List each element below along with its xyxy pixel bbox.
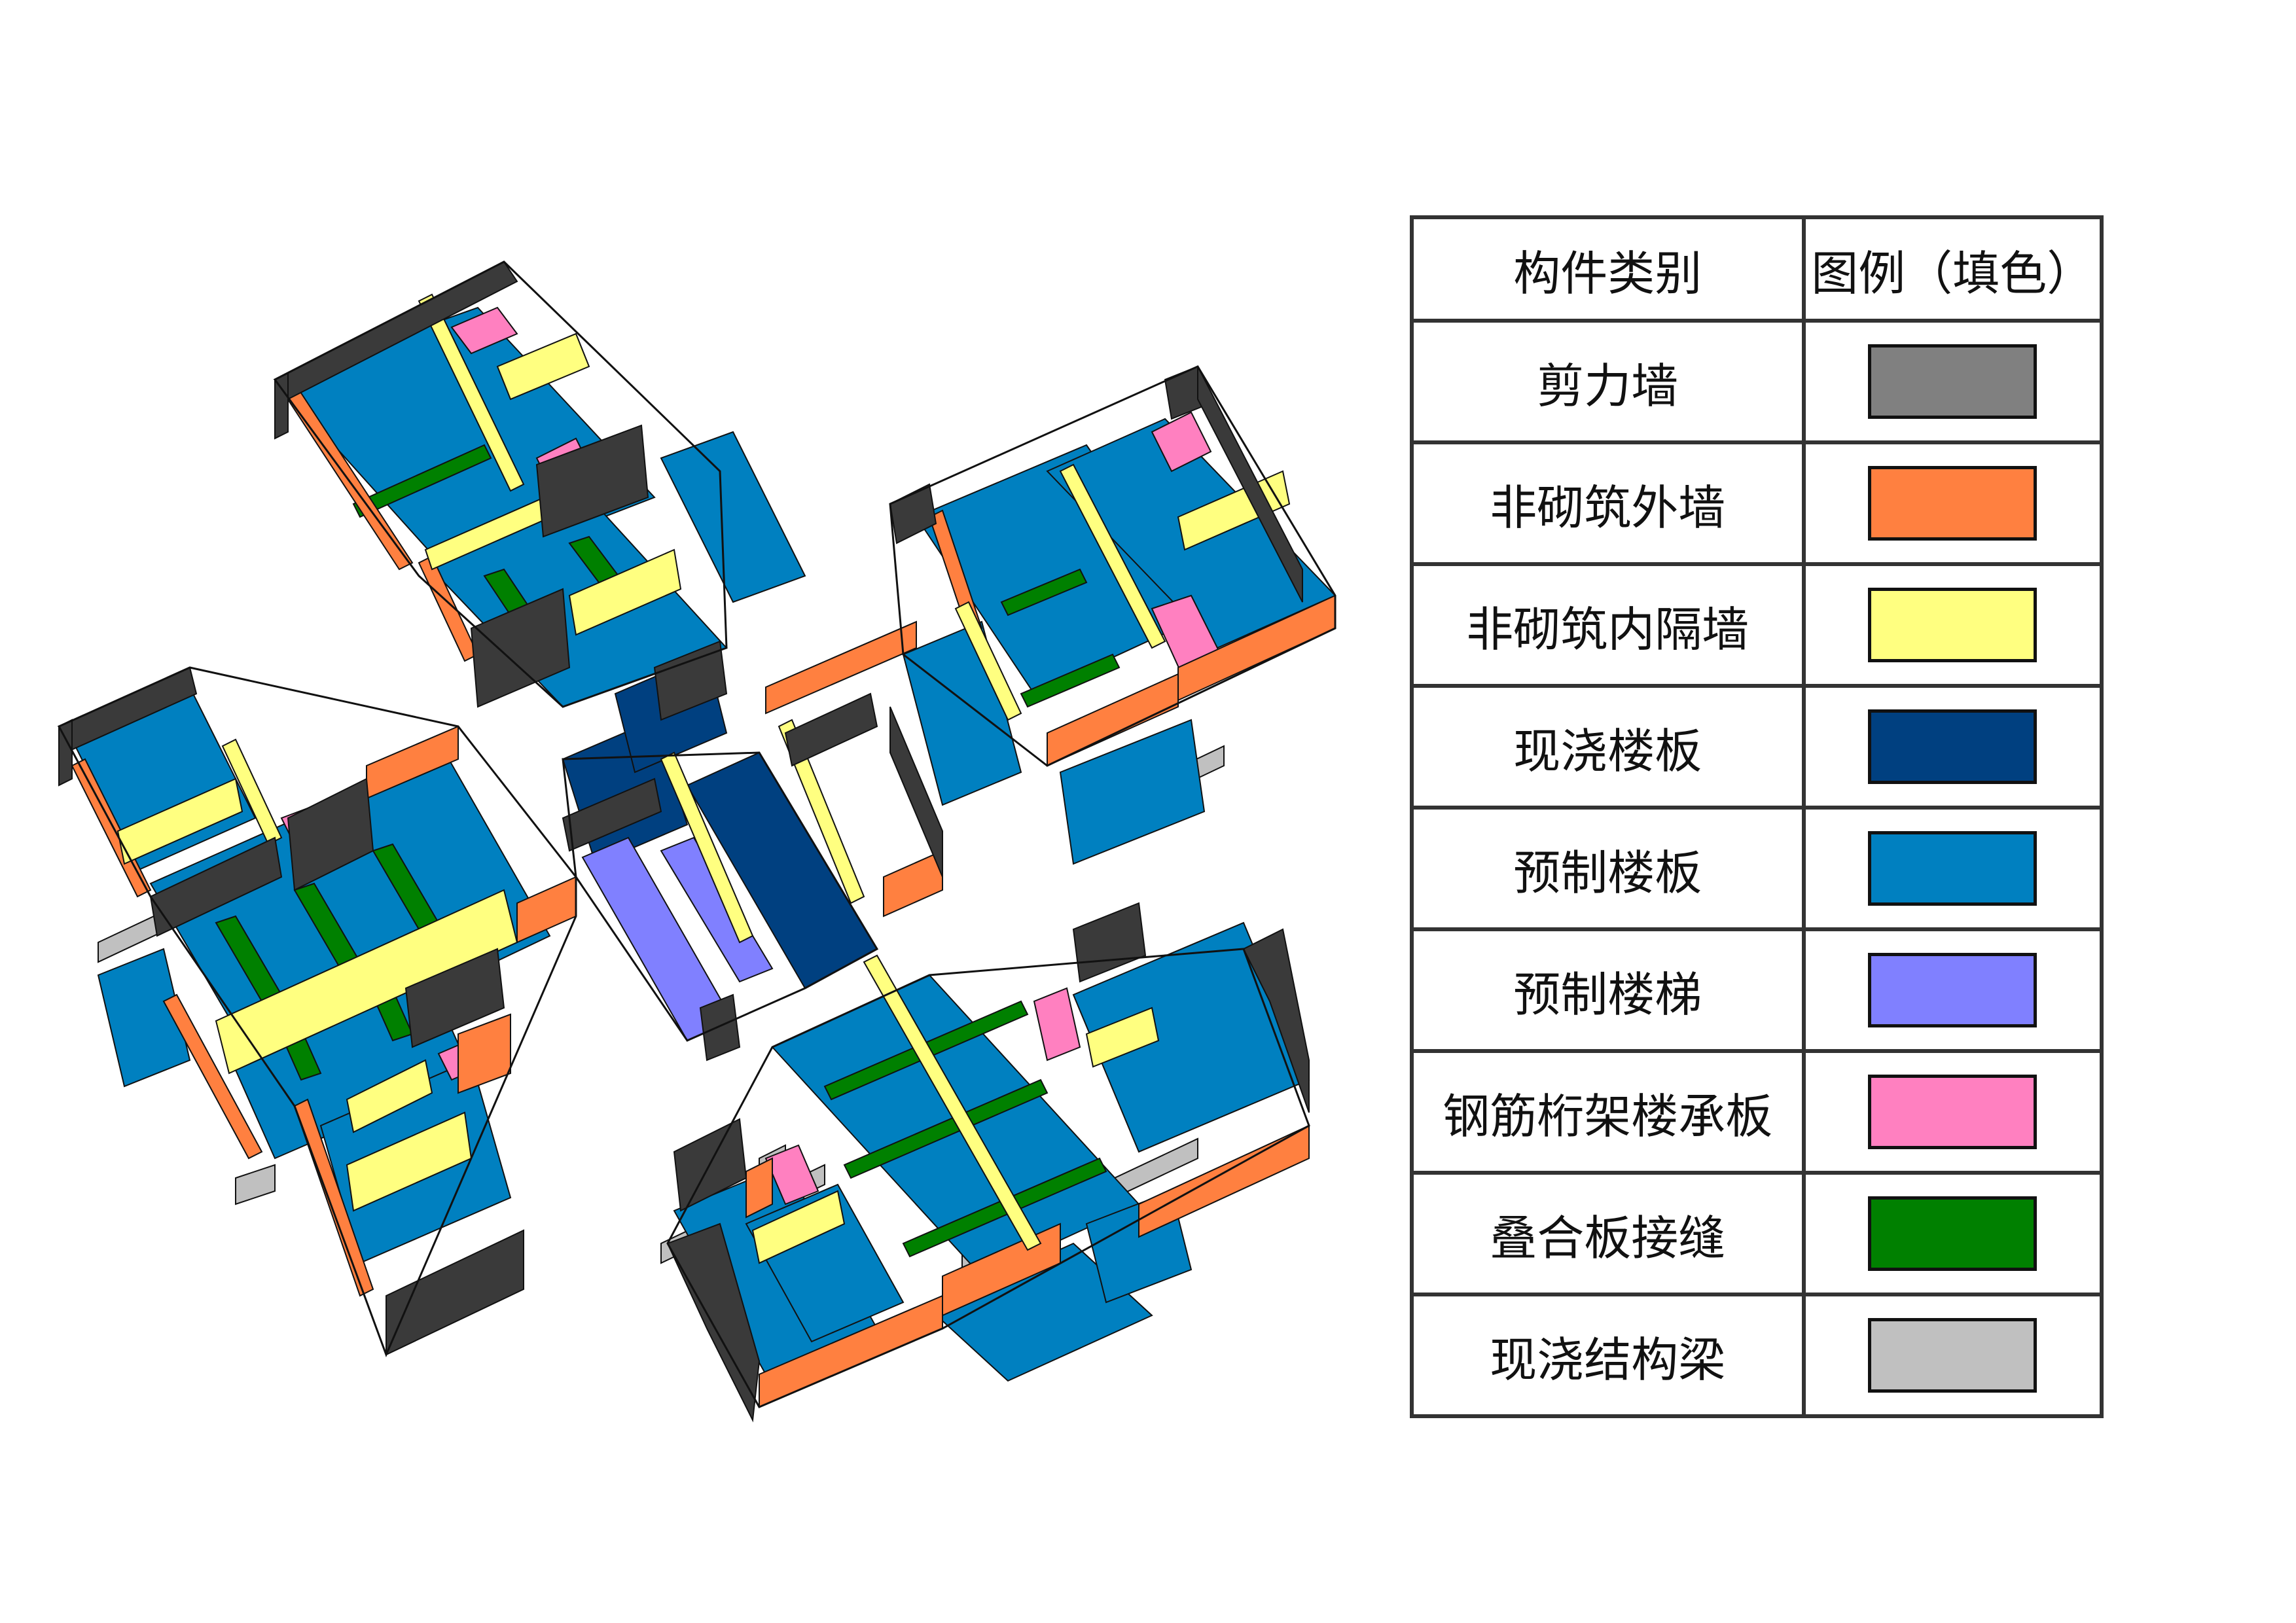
partition-wall: [215, 889, 518, 1075]
wing-outline-left: [57, 666, 577, 1358]
legend-swatch-cell: [1801, 1171, 2104, 1296]
legend-label: 预制楼板: [1410, 806, 1806, 931]
precast-slab: [97, 948, 191, 1088]
deck-slab: [764, 1144, 819, 1205]
shear-wall: [1242, 928, 1310, 1113]
exterior-wall: [883, 849, 943, 918]
precast-stair: [660, 836, 774, 983]
shear-wall: [287, 777, 374, 891]
legend-swatch-cell: [1801, 440, 2104, 566]
legend-label: 叠合板接缝: [1410, 1171, 1806, 1296]
exterior-wall: [745, 1157, 773, 1219]
legend-table: 构件类别 图例（填色） 剪力墙 非砌筑外墙 非砌筑内隔墙 现浇楼板 预制楼板 预…: [1410, 215, 2104, 1418]
exterior-wall: [765, 620, 917, 715]
partition-wall: [751, 1190, 846, 1264]
model-stairs: [581, 836, 774, 1042]
legend-swatch-cell: [1801, 684, 2104, 810]
partition-wall: [418, 293, 525, 492]
legend-row: 现浇结构梁: [1410, 1293, 2104, 1418]
legend-swatch: [1868, 588, 2037, 662]
legend-row: 预制楼梯: [1410, 927, 2104, 1053]
shear-wall: [470, 588, 571, 708]
slab-joint: [843, 1079, 1049, 1179]
legend-swatch: [1868, 1075, 2037, 1149]
slab-joint: [1020, 653, 1121, 708]
legend-swatch: [1868, 1318, 2037, 1393]
shear-wall: [535, 424, 649, 538]
legend-swatch-cell: [1801, 319, 2104, 444]
partition-wall: [568, 548, 682, 636]
precast-slab: [660, 431, 806, 603]
shear-wall: [653, 640, 728, 721]
shear-wall: [666, 1222, 761, 1423]
partition-wall: [778, 719, 865, 904]
legend-header-legend: 图例（填色）: [1801, 215, 2104, 323]
wing-outline-upper-left: [273, 260, 728, 708]
deck-slab: [450, 306, 518, 355]
legend-swatch: [1868, 1196, 2037, 1271]
slab-joint: [1000, 568, 1088, 616]
legend-row: 剪力墙: [1410, 319, 2104, 444]
legend-swatch: [1868, 344, 2037, 419]
partition-wall: [346, 1059, 433, 1133]
legend-swatch: [1868, 709, 2037, 784]
legend-swatch: [1868, 953, 2037, 1027]
partition-wall: [954, 601, 1022, 721]
exterior-wall: [1047, 673, 1179, 767]
exterior-wall: [293, 1098, 374, 1297]
shear-wall: [1197, 366, 1303, 603]
legend-label: 钢筋桁架楼承板: [1410, 1049, 1806, 1175]
shear-wall: [404, 948, 505, 1048]
legend-swatch-cell: [1801, 806, 2104, 931]
legend-row: 非砌筑内隔墙: [1410, 562, 2104, 688]
exterior-wall: [457, 1013, 511, 1094]
legend-row: 钢筋桁架楼承板: [1410, 1049, 2104, 1175]
legend-label: 现浇楼板: [1410, 684, 1806, 810]
partition-wall: [1059, 463, 1166, 649]
deck-slab: [1151, 411, 1212, 473]
wing-outline-upper-right: [889, 365, 1336, 767]
legend-swatch-cell: [1801, 562, 2104, 688]
isometric-floor-model: [57, 260, 1336, 1423]
legend-label: 现浇结构梁: [1410, 1293, 1806, 1418]
partition-wall: [221, 738, 283, 846]
shear-wall: [784, 692, 878, 767]
exterior-wall: [162, 993, 263, 1160]
model-outlines: [57, 260, 1336, 1408]
exterior-wall: [1138, 1124, 1310, 1238]
deck-slab: [1033, 987, 1081, 1061]
legend-swatch-cell: [1801, 927, 2104, 1053]
legend-label: 非砌筑外墙: [1410, 440, 1806, 566]
legend-label: 剪力墙: [1410, 319, 1806, 444]
partition-wall: [1085, 1007, 1160, 1068]
shear-wall: [889, 706, 943, 878]
legend-header-category: 构件类别: [1410, 215, 1806, 323]
legend-row: 现浇楼板: [1410, 684, 2104, 810]
legend-label: 预制楼梯: [1410, 927, 1806, 1053]
core-outline: [562, 751, 879, 1042]
partition-wall: [496, 332, 590, 401]
partition-wall: [117, 777, 243, 865]
legend-row: 非砌筑外墙: [1410, 440, 2104, 566]
shear-wall: [149, 836, 283, 937]
legend-swatch-cell: [1801, 1049, 2104, 1175]
exterior-wall: [71, 758, 152, 898]
legend-swatch-cell: [1801, 1293, 2104, 1418]
legend-swatch: [1868, 466, 2037, 541]
precast-slab: [902, 620, 1022, 806]
legend-row: 叠合板接缝: [1410, 1171, 2104, 1296]
legend-swatch: [1868, 831, 2037, 906]
shear-wall: [699, 993, 741, 1061]
beam: [235, 1164, 276, 1205]
precast-slab: [1059, 719, 1206, 865]
wing-outline-lower-right: [666, 948, 1310, 1408]
slab-joint: [352, 444, 492, 518]
legend-label: 非砌筑内隔墙: [1410, 562, 1806, 688]
partition-wall: [863, 954, 1042, 1251]
shear-wall: [562, 777, 662, 852]
legend-row: 预制楼板: [1410, 806, 2104, 931]
legend-header-row: 构件类别 图例（填色）: [1410, 215, 2104, 323]
shear-wall: [386, 1229, 524, 1356]
